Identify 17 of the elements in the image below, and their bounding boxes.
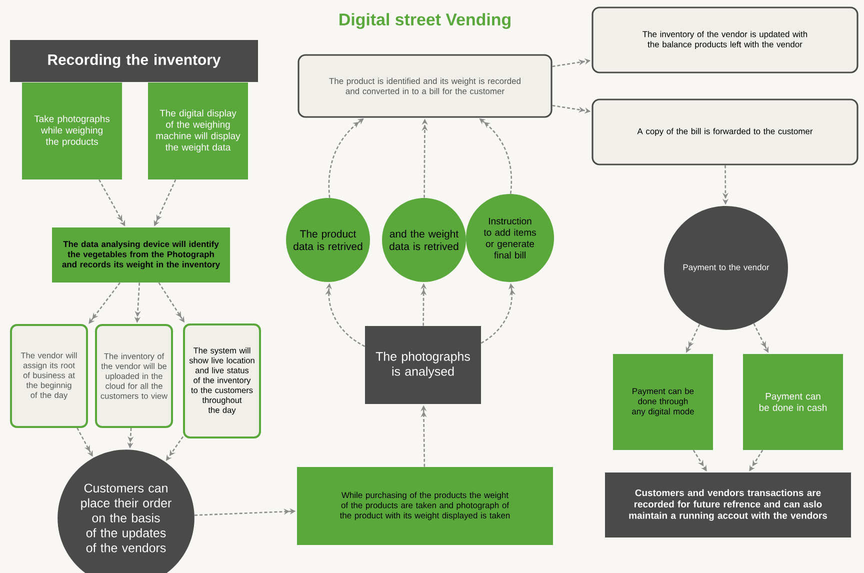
process-box: While purchasing of the products the weight of the products are taken and photograph of the product with its weight displayed is taken <box>297 467 553 545</box>
arrow <box>88 282 120 324</box>
process-box: The digital display of the weighing machine will display the weight data <box>148 82 248 180</box>
rounded-box: The inventory of the vendor is updated with the balance products left with the vendor <box>592 6 858 74</box>
rounded-box: A copy of the bill is forwarded to the customer <box>592 98 858 166</box>
process-box: Customers and vendors transactions are recorded for future refrence and can aslo maintain a running accout with the vendors <box>605 472 851 538</box>
process-box: Take photographs while weighing the products <box>22 82 122 180</box>
rounded-box: The system will show live location and live status of the inventory to the customers throughout the day <box>183 324 261 438</box>
process-box: The photographs is analysed <box>365 326 481 404</box>
process-box: Payment can be done through any digital mode <box>613 354 713 450</box>
rounded-box: The inventory of the vendor will be uploaded in the cloud for all the customers to view <box>95 324 173 428</box>
header-box: Recording the inventory <box>10 40 258 82</box>
rounded-box: The vendor will assign its root of business at the beginnig of the day <box>10 324 88 428</box>
process-box: The data analysing device will identify the vegetables from the Photograph and records its weight in the inventory <box>52 228 230 282</box>
process-box: Payment can be done in cash <box>743 354 843 450</box>
title: Digital street Vending <box>340 13 510 29</box>
rounded-box: The product is identified and its weight is recorded and converted in to a bill for the customer <box>298 54 552 118</box>
